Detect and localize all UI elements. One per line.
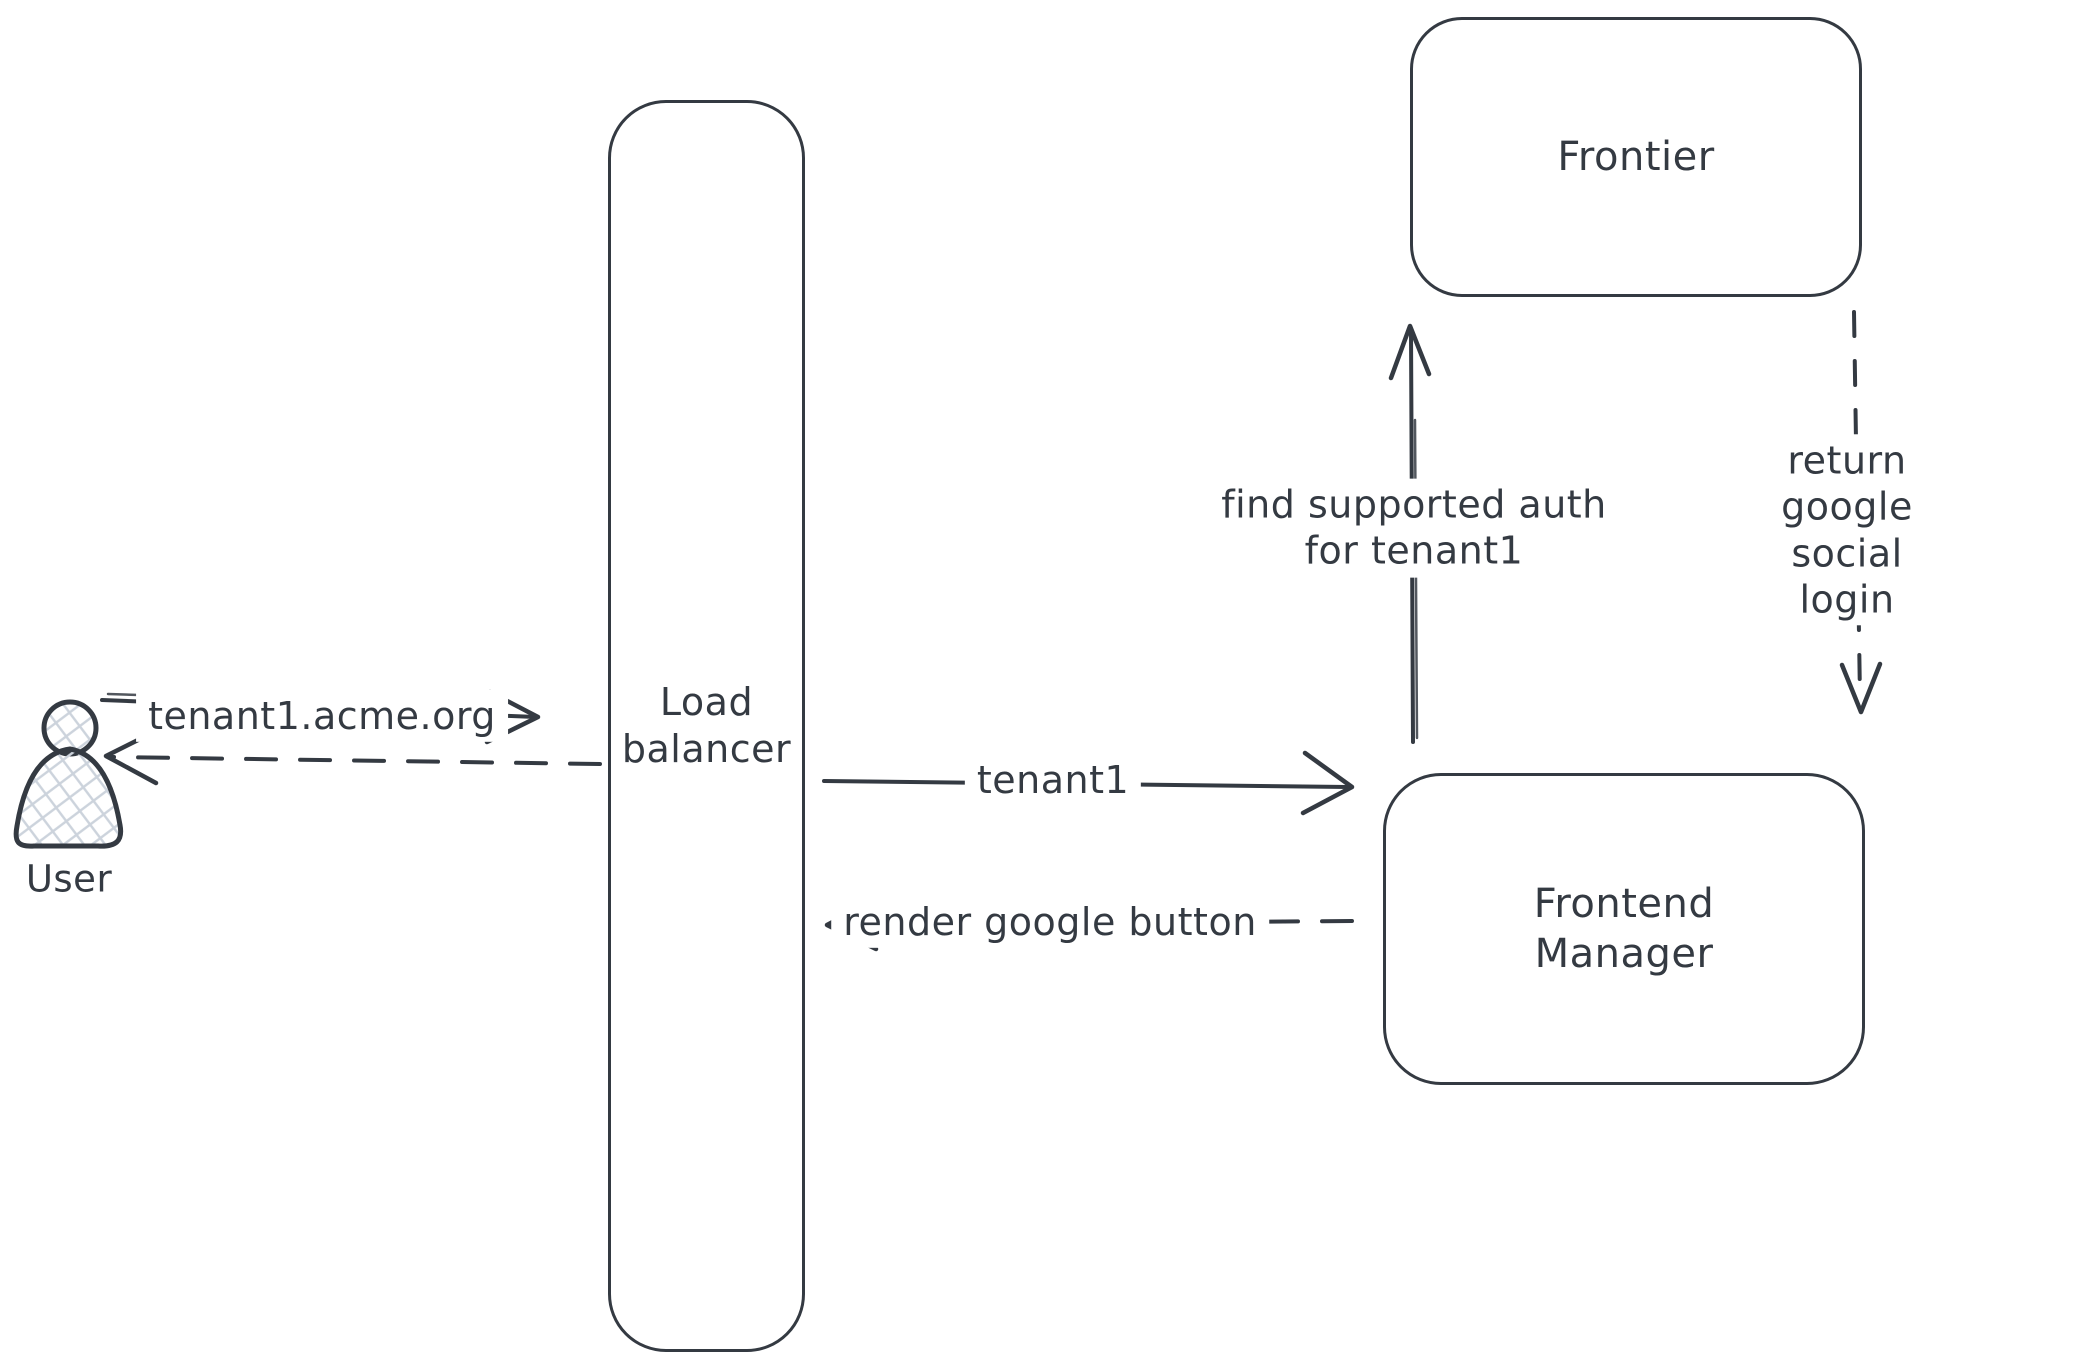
edge-label-render-google-button: render google button — [831, 895, 1269, 949]
person-icon — [13, 699, 124, 849]
edge-label-tenant-url: tenant1.acme.org — [136, 689, 508, 743]
node-frontend-manager: Frontend Manager — [1383, 773, 1865, 1085]
edge-label-find-supported-auth: find supported auth for tenant1 — [1209, 478, 1619, 578]
node-load-balancer: Load balancer — [608, 100, 805, 1352]
edge-label-tenant1: tenant1 — [964, 753, 1142, 807]
frontend-manager-label: Frontend Manager — [1533, 881, 1715, 977]
user-label: User — [25, 857, 113, 901]
edge-label-return-google-social-login: return google social login — [1729, 434, 1965, 626]
load-balancer-label: Load balancer — [621, 679, 792, 772]
node-frontier: Frontier — [1410, 17, 1862, 297]
edge-return-login — [1839, 310, 1883, 715]
frontier-label: Frontier — [1557, 134, 1715, 180]
